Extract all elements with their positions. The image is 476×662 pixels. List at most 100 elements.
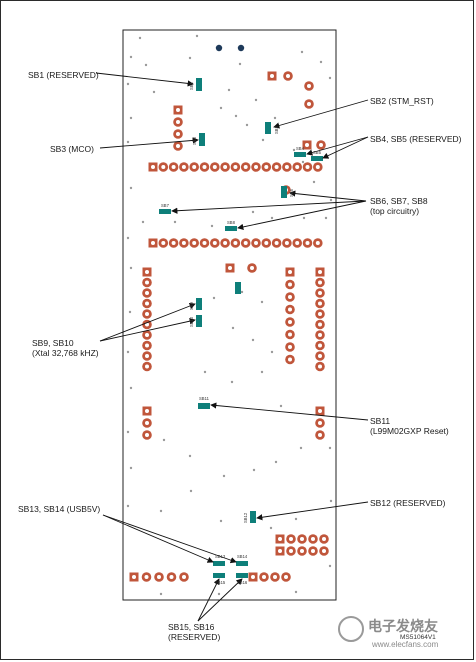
via	[188, 454, 192, 458]
pad-hole	[295, 165, 300, 169]
callout-arrow	[171, 200, 367, 214]
silkscreen-sb1: SB1	[189, 81, 194, 90]
via	[128, 310, 132, 314]
via	[222, 474, 226, 478]
via	[159, 509, 163, 513]
pad-hole	[288, 307, 292, 312]
pad-hole	[254, 241, 258, 245]
via	[162, 438, 166, 442]
via	[210, 224, 214, 228]
pad-hole	[318, 433, 322, 437]
via	[231, 326, 235, 330]
pad-hole	[264, 165, 269, 169]
solder-bridge-sb14	[236, 561, 248, 566]
watermark-logo	[338, 616, 364, 642]
silkscreen-sb15: SB15	[215, 580, 226, 585]
via	[219, 106, 223, 110]
via	[141, 220, 145, 224]
pad-hole	[161, 165, 166, 169]
pad-hole	[145, 433, 149, 437]
pad-hole	[145, 364, 149, 369]
solder-bridge-sb8	[225, 226, 237, 231]
solder-bridge-	[235, 282, 241, 294]
pad-hole	[145, 333, 149, 337]
pad-hole	[192, 165, 197, 169]
pad-hole	[273, 575, 277, 579]
label-sb15-sb16-line2: (RESERVED)	[168, 632, 221, 642]
silkscreen-sb2: SB2	[274, 125, 279, 134]
pad-hole	[254, 165, 258, 169]
pad-hole	[132, 575, 136, 579]
callout-arrow	[102, 514, 237, 564]
silkscreen-sb4: SB4	[296, 146, 305, 151]
callout-arrow	[237, 200, 367, 230]
pad-hole	[145, 354, 149, 358]
callout-arrow	[99, 318, 196, 342]
via	[126, 350, 130, 354]
via	[203, 370, 207, 374]
pad-hole	[262, 575, 266, 579]
pad-hole	[318, 409, 322, 413]
pad-hole	[151, 165, 155, 169]
pad-hole	[212, 165, 217, 169]
callout-arrow	[306, 136, 369, 156]
solder-bridge-sb2	[265, 122, 271, 134]
via	[260, 300, 264, 304]
pad-hole	[145, 343, 149, 348]
callout-arrow	[256, 501, 369, 521]
callout-arrow	[197, 578, 243, 622]
label-sb9-sb10-line2: (Xtal 32,768 kHZ)	[32, 348, 99, 358]
label-sb6-sb8-line1: SB6, SB7, SB8	[370, 196, 428, 206]
pad-hole	[181, 165, 186, 169]
silkscreen-sb9: SB9	[189, 301, 194, 310]
solder-bridge-sb13	[213, 561, 225, 566]
via	[126, 236, 130, 240]
via	[328, 76, 332, 80]
pad-hole	[270, 74, 274, 78]
pad-hole	[192, 241, 197, 245]
via	[227, 88, 231, 92]
via	[270, 350, 274, 354]
pad-hole	[288, 320, 292, 324]
pad-hole	[176, 132, 180, 136]
solder-bridge-sb12	[250, 511, 256, 523]
via	[126, 430, 130, 434]
pad-hole	[318, 333, 322, 337]
silkscreen-sb10: SB10	[189, 316, 194, 327]
pad-hole	[243, 165, 248, 169]
silkscreen-sb12: SB12	[243, 512, 248, 523]
via	[251, 338, 255, 342]
pad-hole	[284, 575, 288, 579]
via	[234, 114, 238, 118]
callout-arrow	[210, 402, 369, 421]
pad-hole	[223, 241, 228, 245]
pad-hole	[288, 332, 292, 337]
pad-hole	[319, 143, 323, 147]
via	[159, 592, 163, 596]
pad-hole	[182, 575, 186, 579]
pad-hole	[288, 270, 292, 274]
pad-hole	[288, 357, 292, 362]
pad-hole	[289, 549, 293, 553]
pad-hole	[145, 312, 149, 316]
via	[251, 210, 255, 214]
label-sb1: SB1 (RESERVED)	[28, 70, 99, 80]
pad-hole	[176, 108, 180, 112]
pad-hole	[161, 241, 166, 245]
pad-hole	[318, 291, 322, 295]
label-sb6-sb8-line2: (top circuitry)	[370, 206, 420, 216]
label-sb15-sb16-line1: SB15, SB16	[168, 622, 215, 632]
pad-hole	[322, 549, 326, 553]
label-sb9-sb10-line1: SB9, SB10	[32, 338, 74, 348]
pad-hole	[286, 74, 290, 78]
pad-hole	[322, 537, 326, 541]
pad-hole	[318, 312, 322, 316]
pad-hole	[288, 295, 292, 299]
solder-bridge-sb7	[159, 209, 171, 214]
label-sb11-line1: SB11	[370, 416, 391, 426]
pad-hole	[288, 282, 292, 287]
silkscreen-sb14: SB14	[237, 554, 248, 559]
via	[261, 138, 265, 142]
via	[329, 499, 333, 503]
